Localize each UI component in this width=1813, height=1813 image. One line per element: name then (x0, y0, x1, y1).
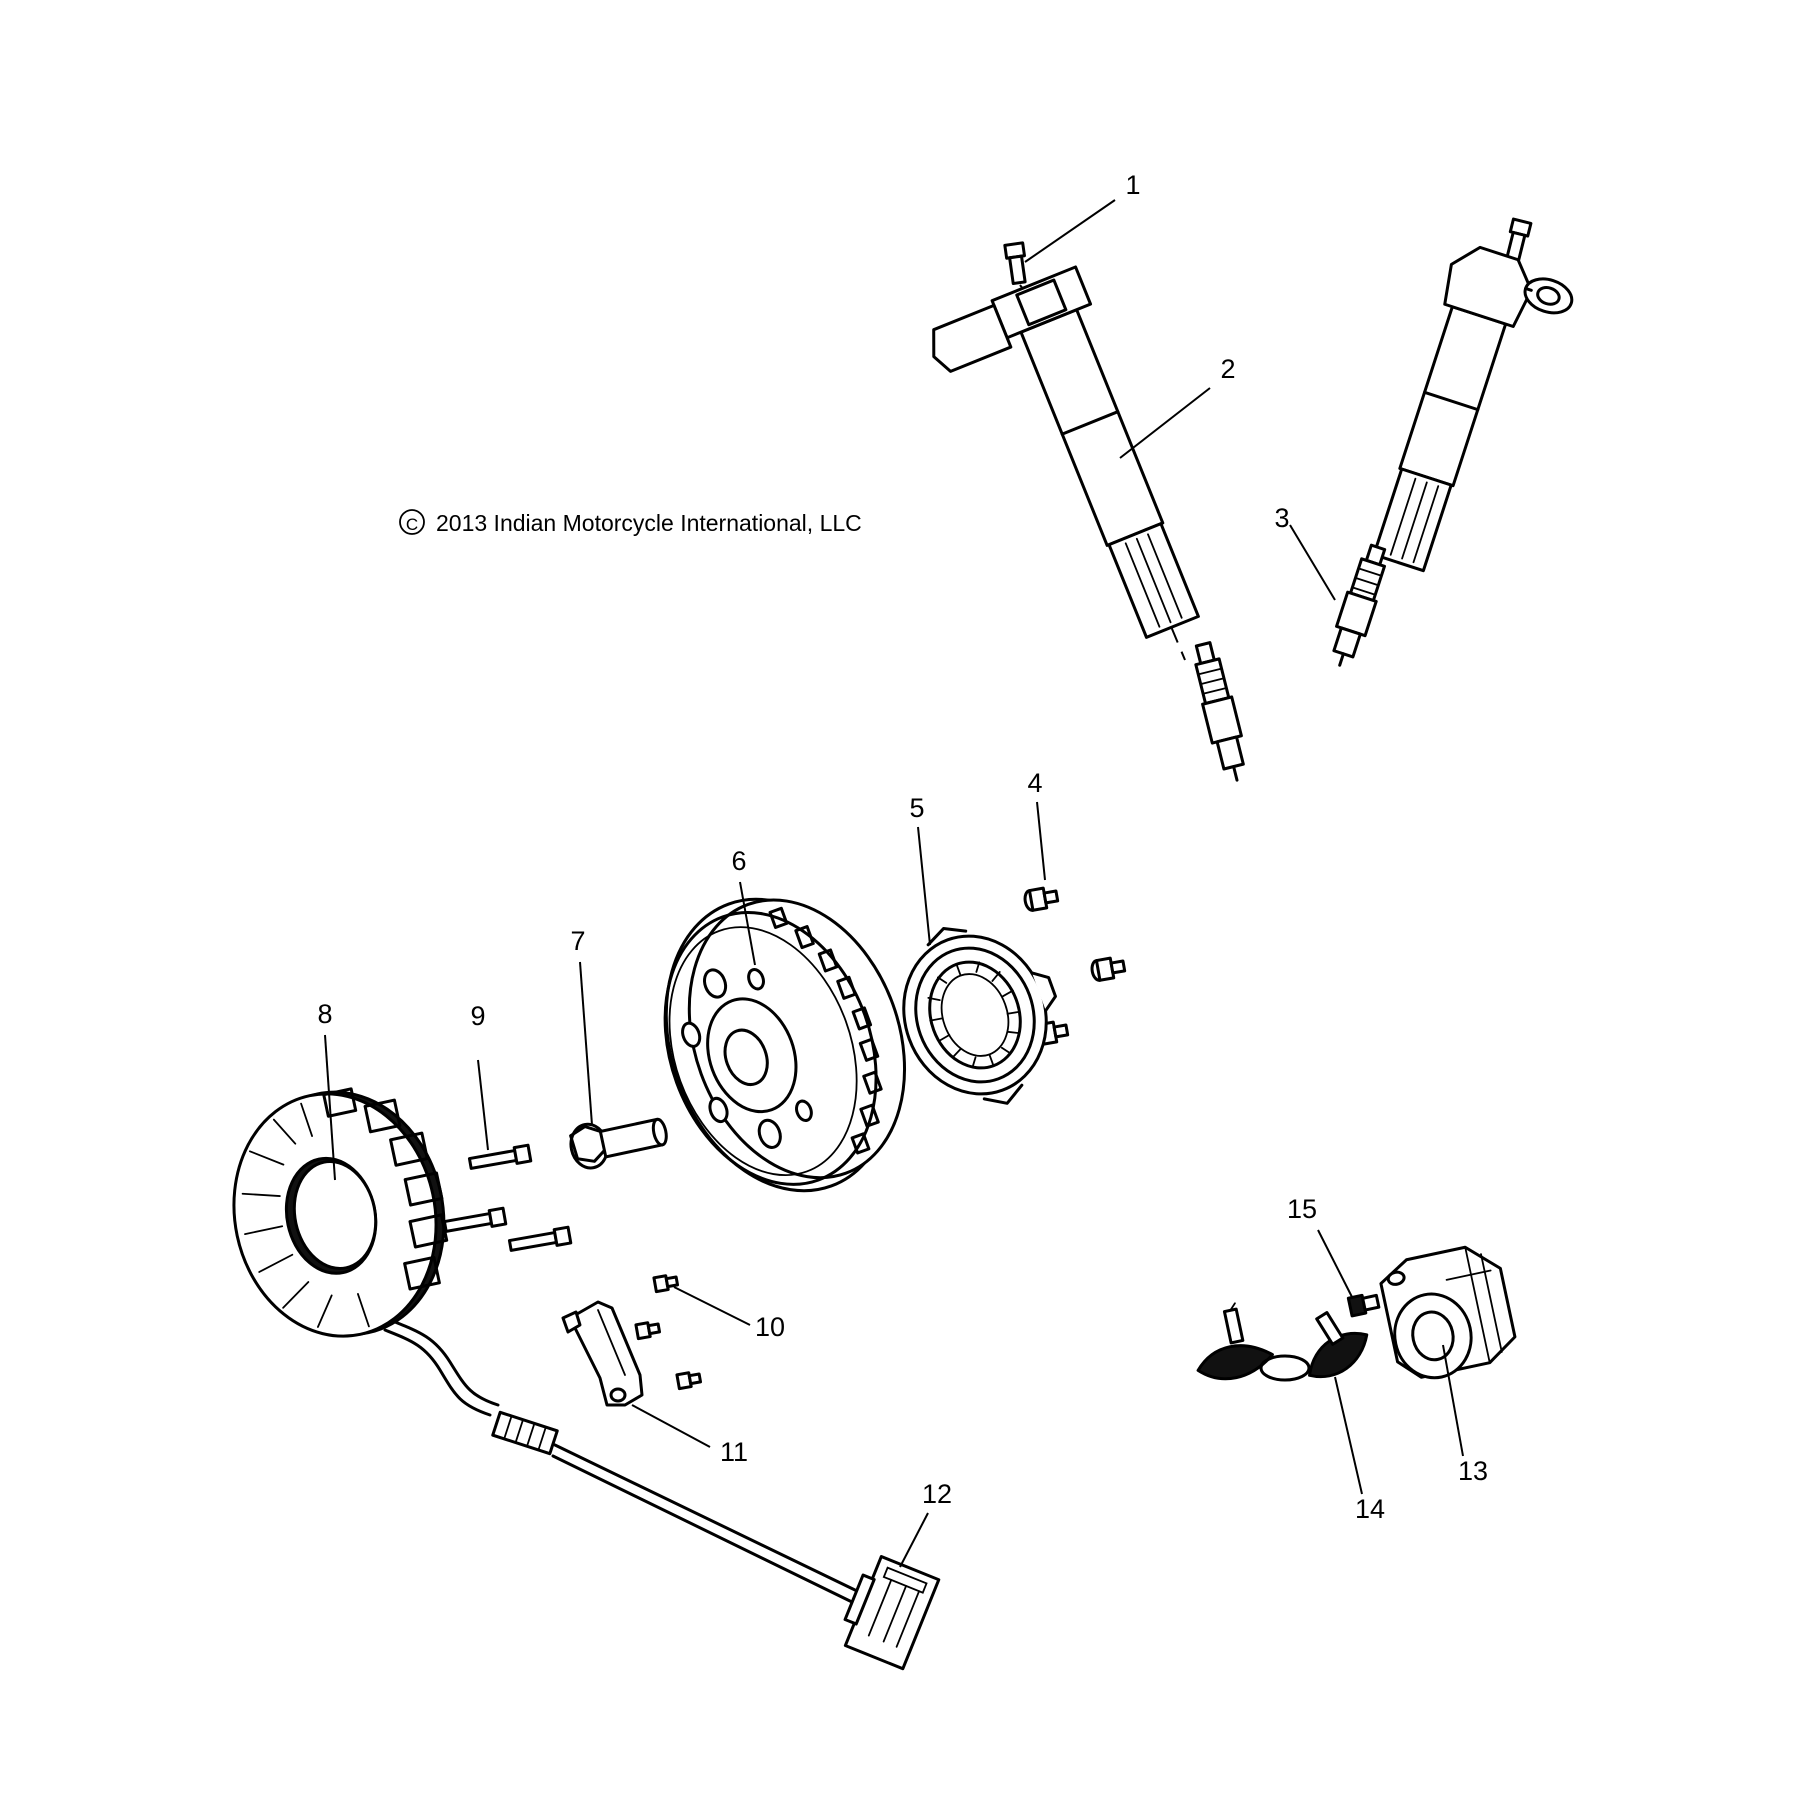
spark-plug (1194, 543, 1387, 782)
callout-4: 4 (1027, 768, 1042, 798)
bracket-screw (634, 1274, 703, 1391)
sensor-bracket (561, 1300, 644, 1407)
callout-11: 11 (720, 1437, 748, 1467)
callout-10: 10 (755, 1312, 785, 1342)
stator-bolt (442, 1143, 573, 1252)
stator-connector (843, 1555, 941, 1671)
copyright-notice: C 2013 Indian Motorcycle International, … (399, 509, 862, 536)
copyright-symbol: C (406, 515, 418, 534)
sensor-screw (1023, 886, 1127, 1046)
callout-12: 12 (922, 1479, 952, 1509)
ignition-coil-front (932, 265, 1200, 661)
stator (232, 1087, 857, 1604)
callout-7: 7 (570, 926, 585, 956)
callout-5: 5 (909, 793, 924, 823)
flywheel-rotor (663, 897, 907, 1193)
copyright-text: 2013 Indian Motorcycle International, LL… (436, 510, 862, 536)
callout-13: 13 (1458, 1456, 1488, 1486)
switch-screw (1346, 1293, 1381, 1318)
sprag-bearing-ring (902, 927, 1057, 1105)
callout-9: 9 (470, 1001, 485, 1031)
callout-3: 3 (1274, 503, 1289, 533)
ignition-keys (1196, 1302, 1369, 1382)
callout-8: 8 (317, 999, 332, 1029)
callout-14: 14 (1355, 1494, 1385, 1524)
callout-1: 1 (1125, 170, 1140, 200)
leader-lines (324, 199, 1464, 1568)
ignition-switch (1379, 1245, 1517, 1380)
callout-numbers: 1 2 3 4 5 6 7 8 9 10 11 12 13 14 15 (317, 170, 1488, 1524)
callout-6: 6 (731, 846, 746, 876)
callout-2: 2 (1220, 354, 1235, 384)
callout-15: 15 (1287, 1194, 1317, 1224)
flywheel-bolt (569, 1117, 668, 1170)
ignition-coil-rear (1372, 245, 1574, 573)
